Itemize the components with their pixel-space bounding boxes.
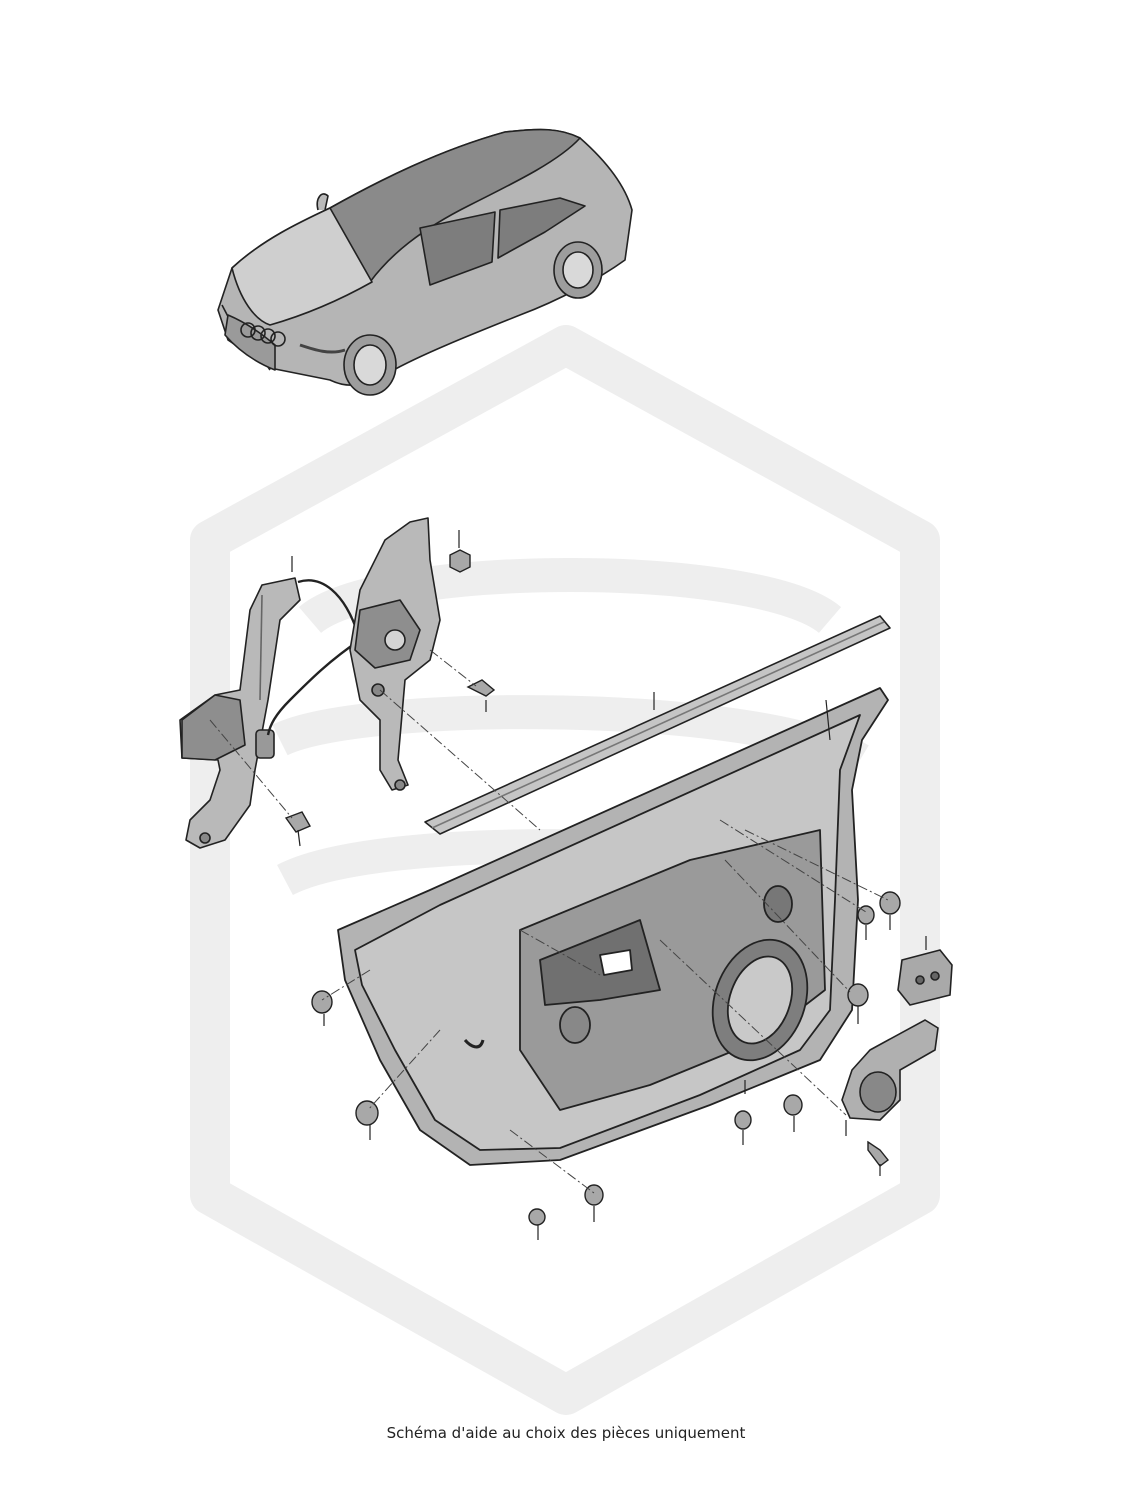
window-regulator-right: [349, 517, 441, 791]
window-seal-strip: [424, 615, 891, 835]
window-regulator-left: [179, 577, 362, 849]
diagram-caption: Schéma d'aide au choix des pièces unique…: [386, 1424, 746, 1442]
dash-dot-assembly-lines: [209, 649, 889, 1194]
car-sportback-illustration: [217, 128, 633, 396]
control-module: [897, 949, 953, 1006]
leader-lines: [291, 530, 927, 1240]
window-motor: [841, 1019, 939, 1121]
door-inner-panel: [337, 687, 889, 1166]
fasteners: [284, 549, 901, 1226]
